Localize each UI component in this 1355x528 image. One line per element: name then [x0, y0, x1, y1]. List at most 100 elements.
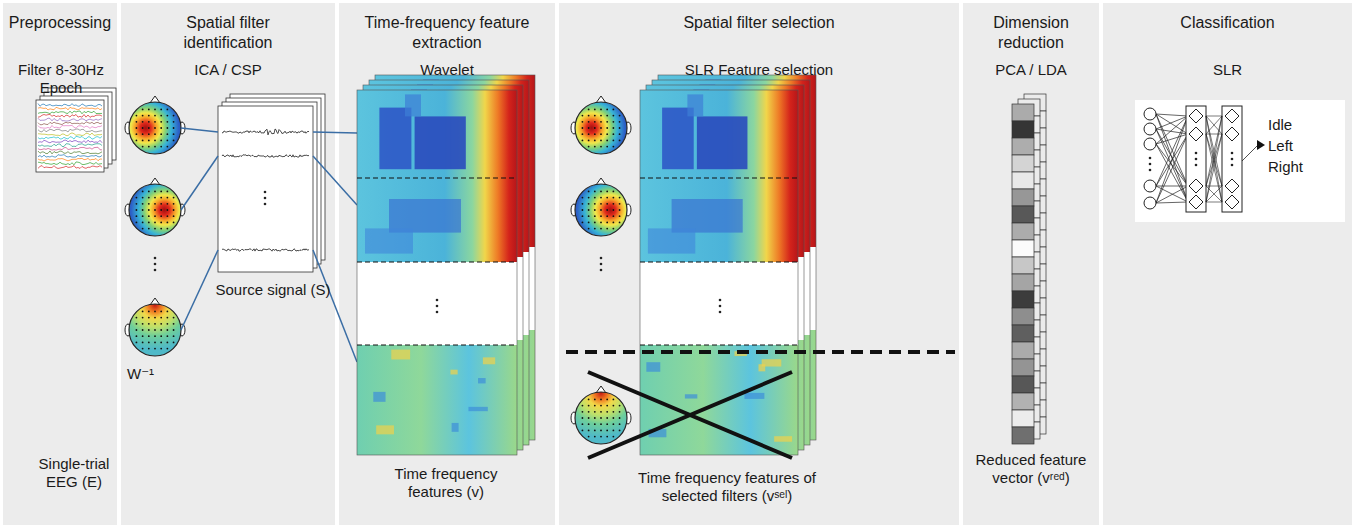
panel-text: ICA / CSP: [121, 61, 335, 79]
ellipsis-dot: [1195, 152, 1198, 155]
ellipsis-dot: [264, 191, 267, 194]
panel-title: Preprocessing: [3, 13, 117, 33]
artwork: [36, 75, 1265, 458]
spatial-filter-panel: Spatial filter identificationICA / CSP W⁻…: [121, 3, 335, 525]
ellipsis-dot: [1231, 158, 1234, 161]
ellipsis-dot: [719, 311, 722, 314]
feature-cell: [1012, 240, 1034, 257]
feature-cell: [1012, 308, 1034, 325]
preprocessing-panel: PreprocessingFilter 8-30Hz EpochSingle-t…: [3, 3, 117, 525]
panel-ground: [963, 3, 1099, 525]
panel-text: Idle: [1268, 116, 1338, 134]
panel-title: Dimension reduction: [971, 13, 1091, 53]
panel-ground: [121, 3, 335, 525]
panel-text: W⁻¹: [127, 365, 167, 383]
feature-cell: [1012, 291, 1034, 308]
topomap: [125, 298, 185, 356]
feature-cell: [1012, 206, 1034, 223]
source-trace: [222, 249, 309, 251]
topomap: [571, 178, 631, 236]
topomap: [571, 386, 631, 444]
ellipsis-dot: [1149, 157, 1152, 160]
feature-cell: [1012, 376, 1034, 393]
feature-cell: [1012, 427, 1034, 444]
ellipsis-dot: [600, 257, 603, 260]
panel-ground: [3, 3, 117, 525]
panel-grounds: [3, 3, 1352, 525]
panel-text: Reduced feature vector (vʳᵉᵈ): [967, 451, 1095, 487]
ellipsis-dot: [1231, 164, 1234, 167]
signal-wire: [181, 250, 218, 330]
reject-cross: [588, 372, 792, 458]
feature-cell: [1012, 359, 1034, 376]
ellipsis-dot: [1231, 152, 1234, 155]
ellipsis-dot: [154, 263, 157, 266]
signal-wire: [313, 156, 357, 205]
panel-title: Spatial filter identification: [161, 13, 295, 53]
panel-text: Filter 8-30Hz Epoch: [15, 61, 107, 97]
dimension-reduction-panel: Dimension reductionPCA / LDA Reduced feat…: [963, 3, 1099, 525]
ellipsis-dot: [264, 203, 267, 206]
source-sheet: [218, 106, 313, 272]
ellipsis-dot: [1195, 158, 1198, 161]
signal-wire: [181, 156, 218, 210]
ellipsis-dot: [436, 305, 439, 308]
feature-cell: [1012, 189, 1034, 206]
time-frequency-panel: Time-frequency feature extractionWavelet…: [339, 3, 555, 525]
topomap: [125, 178, 185, 236]
panel-title: Spatial filter selection: [559, 13, 959, 33]
selection-cut: [566, 350, 955, 354]
panel-text: Time frequency features of selected filt…: [635, 469, 819, 505]
classifier-box: IdleLeftRight: [1135, 100, 1345, 222]
feature-cell: [1012, 104, 1034, 121]
ellipsis-dot: [436, 311, 439, 314]
feature-cell: [1012, 342, 1034, 359]
signal-wire: [313, 250, 357, 362]
signal-wire: [181, 128, 218, 132]
panel-text: Time frequency features (v): [371, 465, 521, 501]
tf-map: [640, 90, 798, 455]
ellipsis-dot: [600, 269, 603, 272]
feature-cell: [1012, 138, 1034, 155]
source-trace: [222, 155, 309, 157]
panel-title: Time-frequency feature extraction: [359, 13, 535, 53]
source-trace: [222, 129, 309, 135]
filter-selection-panel: Spatial filter selectionSLR Feature sele…: [559, 3, 959, 525]
reject-cross: [588, 372, 792, 458]
classification-panel: IdleLeftRight ClassificationSLR: [1103, 3, 1352, 525]
panel-text: PCA / LDA: [963, 61, 1099, 79]
ellipsis-dot: [600, 263, 603, 266]
tf-map: [357, 90, 517, 455]
ellipsis-dot: [154, 257, 157, 260]
feature-cell: [1012, 274, 1034, 291]
signal-wire: [313, 132, 357, 133]
panel-text: Left: [1268, 137, 1338, 155]
feature-cell: [1012, 155, 1034, 172]
feature-cell: [1012, 410, 1034, 427]
ellipsis-dot: [719, 299, 722, 302]
ellipsis-dot: [719, 305, 722, 308]
feature-cell: [1012, 393, 1034, 410]
feature-cell: [1012, 172, 1034, 189]
panel-text: SLR Feature selection: [559, 61, 959, 79]
ellipsis-dot: [1149, 163, 1152, 166]
ellipsis-dot: [1149, 169, 1152, 172]
topomap: [571, 96, 631, 154]
panel-text: Wavelet: [339, 61, 555, 79]
panel-title: Classification: [1103, 13, 1352, 33]
ellipsis-dot: [436, 299, 439, 302]
panel-ground: [559, 3, 959, 525]
panel-text: Right: [1268, 158, 1338, 176]
panel-text: SLR: [1103, 61, 1352, 79]
ellipsis-dot: [1195, 164, 1198, 167]
classifier-ground: [1135, 100, 1345, 222]
panel-ground: [339, 3, 555, 525]
panel-text: Single-trial EEG (E): [31, 455, 117, 491]
feature-cell: [1012, 325, 1034, 342]
feature-cell: [1012, 257, 1034, 274]
panel-text: Source signal (S): [211, 281, 335, 299]
panel-ground: [1103, 3, 1352, 525]
ellipsis-dot: [154, 269, 157, 272]
